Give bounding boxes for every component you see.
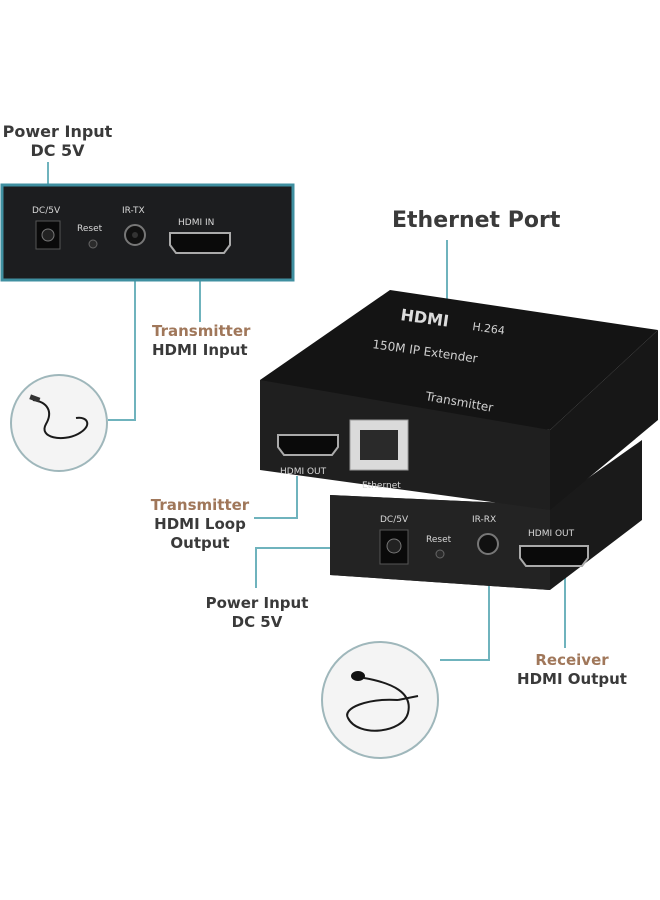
label-power-input-top: Power Input DC 5V (2, 122, 113, 160)
leader-ir-tx (108, 258, 136, 421)
inset-hdmi-label: HDMI IN (178, 218, 214, 228)
receiver-ir-jack (477, 533, 499, 555)
label-transmitter-hdmi-loop: Transmitter HDMI Loop Output (150, 496, 250, 552)
inset-transmitter-rear-panel: DC/5V Reset IR-TX HDMI IN (0, 183, 295, 282)
ir-rx-cable-image (321, 641, 439, 759)
label-power-input-bottom: Power Input DC 5V (205, 594, 309, 631)
inset-dc-jack-center (41, 228, 55, 242)
transmitter-ethernet-label: Ethernet (362, 481, 401, 491)
receiver-hdmi-port (519, 545, 589, 567)
receiver-dc-jack-center (386, 538, 402, 554)
label-receiver-hdmi-output: Receiver HDMI Output (517, 651, 627, 688)
receiver-reset-button (435, 549, 445, 559)
receiver-hdmi-label: HDMI OUT (528, 529, 575, 539)
leader-ir-rx (440, 555, 490, 661)
inset-ir-label: IR-TX (122, 206, 145, 216)
transmitter-side-face (550, 330, 658, 510)
inset-dc-label: DC/5V (32, 206, 61, 216)
transmitter-hdmi-out-label: HDMI OUT (280, 467, 327, 477)
inset-ir-jack-center (132, 232, 138, 238)
receiver-ir-label: IR-RX (472, 515, 496, 525)
label-ethernet-port: Ethernet Port (392, 208, 561, 233)
transmitter-top-face (260, 290, 658, 430)
inset-reset-label: Reset (77, 224, 103, 234)
receiver-dc-label: DC/5V (380, 515, 409, 525)
ir-tx-cable-image (10, 374, 108, 472)
receiver-reset-label: Reset (426, 535, 452, 545)
transmitter-ethernet-socket (360, 430, 398, 460)
receiver-front-face (330, 495, 550, 590)
transmitter-hdmi-out-port (277, 434, 339, 456)
inset-hdmi-port (169, 232, 231, 254)
leader-tx-loop (254, 476, 298, 519)
inset-reset-button (88, 239, 98, 249)
label-transmitter-hdmi-input: Transmitter HDMI Input (152, 322, 251, 359)
extender-devices: DC/5V Reset IR-RX HDMI OUT HDMI H.264 15… (260, 290, 658, 590)
transmitter-codec: H.264 (472, 320, 506, 337)
